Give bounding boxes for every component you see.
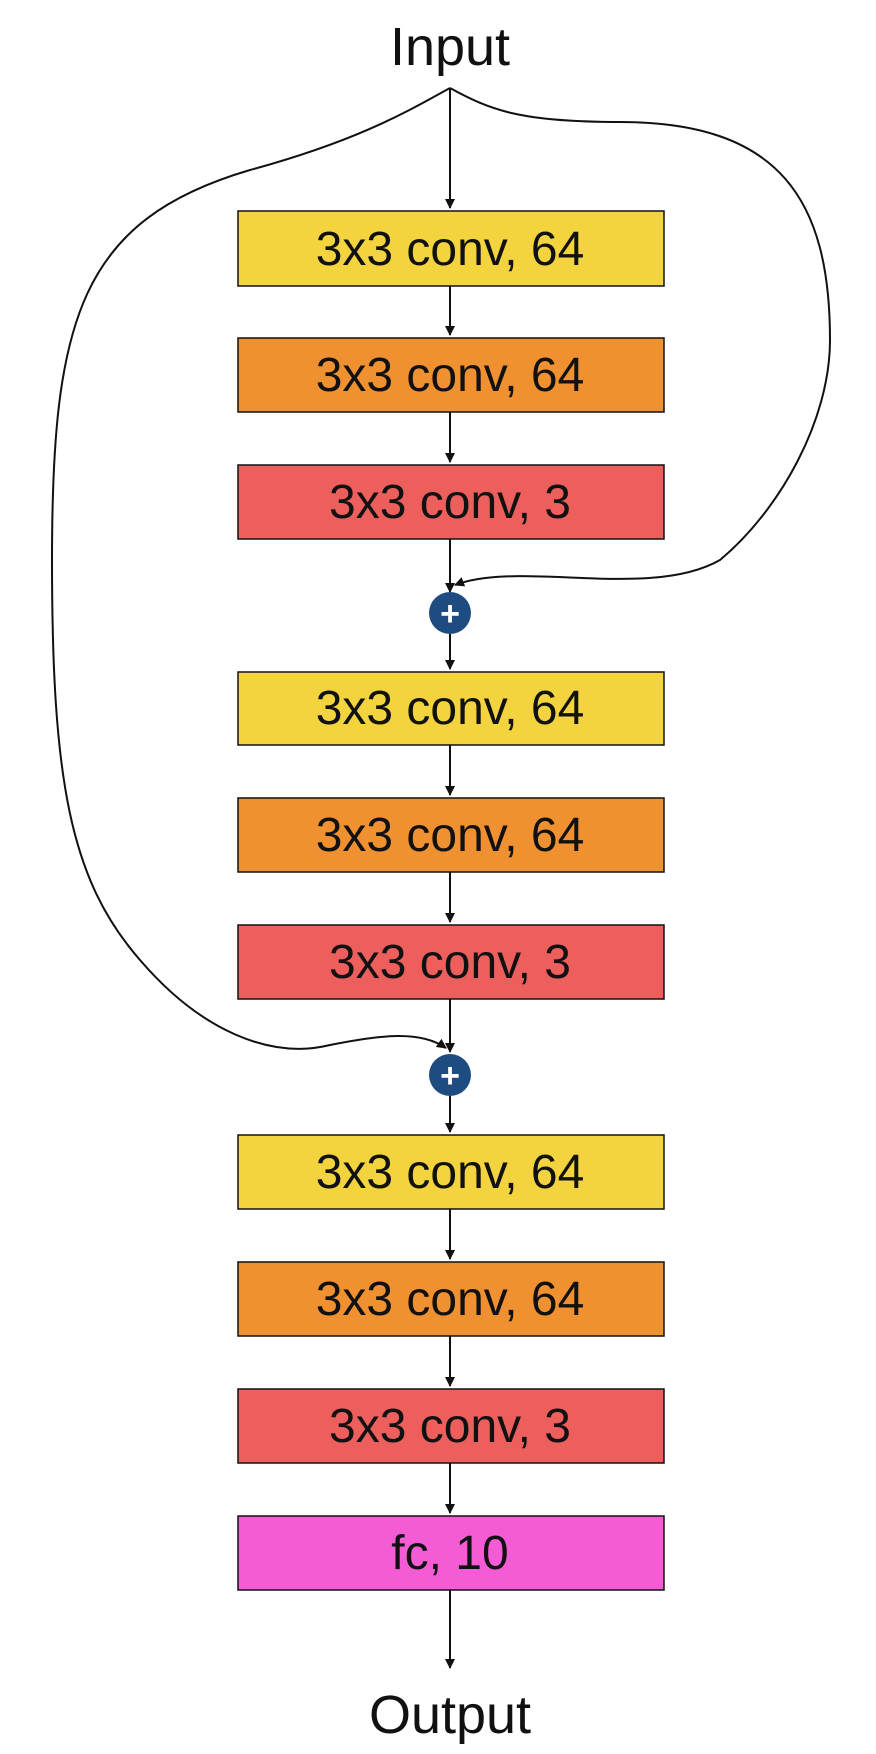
layer-label: 3x3 conv, 3	[329, 936, 571, 989]
layer-box-4: 3x3 conv, 64	[237, 671, 665, 746]
layer-label: 3x3 conv, 64	[316, 349, 585, 402]
plus-icon: +	[440, 595, 460, 633]
add-node-2: +	[429, 1054, 471, 1096]
layer-label: 3x3 conv, 64	[316, 809, 585, 862]
layer-label: fc, 10	[391, 1527, 508, 1580]
layer-rect	[237, 464, 665, 540]
add-circle	[429, 1054, 471, 1096]
add-circle	[429, 592, 471, 634]
plus-icon: +	[440, 1057, 460, 1095]
layer-box-9: 3x3 conv, 3	[237, 1388, 665, 1464]
layer-label: 3x3 conv, 64	[316, 1273, 585, 1326]
layer-rect	[237, 1515, 665, 1591]
layer-rect	[237, 924, 665, 1000]
layer-label: 3x3 conv, 64	[316, 223, 585, 276]
layer-label: 3x3 conv, 64	[316, 1146, 585, 1199]
layer-label: 3x3 conv, 64	[316, 682, 585, 735]
layer-rect	[237, 671, 665, 746]
layer-box-10: fc, 10	[237, 1515, 665, 1591]
skip-connection-right	[449, 87, 832, 587]
layer-rect	[237, 1134, 665, 1210]
skip-connection-left	[50, 87, 451, 1050]
layer-box-3: 3x3 conv, 3	[237, 464, 665, 540]
layer-rect	[237, 210, 665, 287]
layer-label: 3x3 conv, 3	[329, 1400, 571, 1453]
layer-label: 3x3 conv, 3	[329, 476, 571, 529]
layer-box-2: 3x3 conv, 64	[237, 337, 665, 413]
input-label: Input	[390, 17, 510, 77]
layer-box-1: 3x3 conv, 64	[237, 210, 665, 287]
layer-rect	[237, 1388, 665, 1464]
layer-rect	[237, 1261, 665, 1337]
layer-rect	[237, 337, 665, 413]
add-node-1: +	[429, 592, 471, 634]
layer-rect	[237, 797, 665, 873]
layer-box-7: 3x3 conv, 64	[237, 1134, 665, 1210]
layer-box-5: 3x3 conv, 64	[237, 797, 665, 873]
layer-box-8: 3x3 conv, 64	[237, 1261, 665, 1337]
layer-box-6: 3x3 conv, 3	[237, 924, 665, 1000]
output-label: Output	[369, 1685, 531, 1745]
